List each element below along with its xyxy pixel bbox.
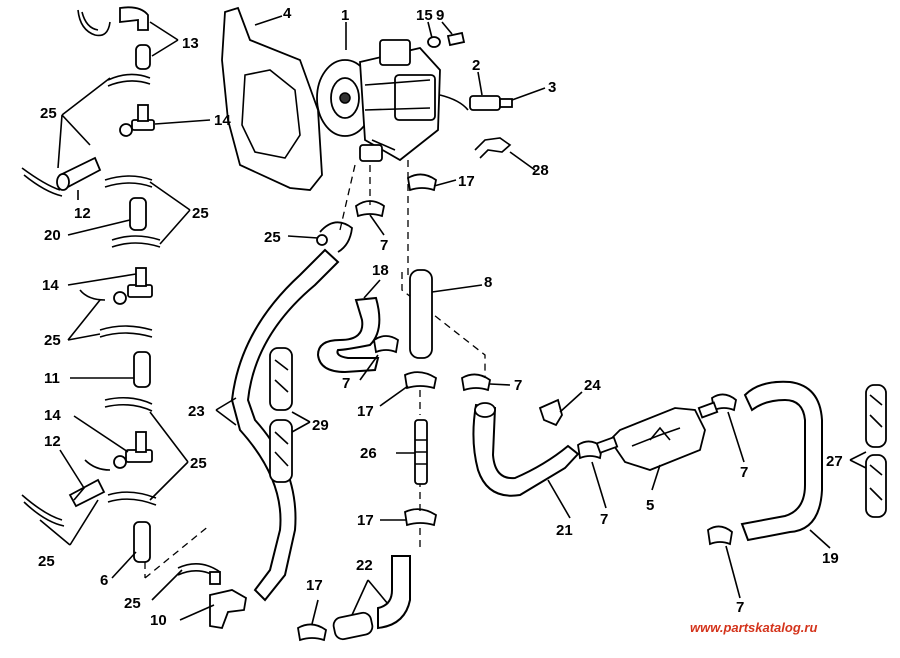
label-6: 6 (100, 572, 108, 589)
screw-and-washer (427, 31, 466, 48)
label-10: 10 (150, 612, 167, 629)
label-28: 28 (532, 162, 549, 179)
label-7-e: 7 (740, 464, 748, 481)
left-hoses-and-fittings (21, 6, 247, 630)
label-7-f: 7 (736, 599, 744, 616)
label-8: 8 (484, 274, 492, 291)
label-21: 21 (556, 522, 573, 539)
label-7-a: 7 (380, 237, 388, 254)
label-19: 19 (822, 550, 839, 567)
label-9: 9 (436, 7, 444, 24)
part-labels: 1 4 15 9 2 3 28 13 14 25 12 25 20 14 25 … (38, 5, 843, 629)
hose-23 (230, 248, 340, 602)
label-25-top: 25 (40, 105, 57, 122)
label-25-low-right: 25 (190, 455, 207, 472)
label-29: 29 (312, 417, 329, 434)
label-25-mid-left: 25 (44, 332, 61, 349)
label-25-bottom: 25 (124, 595, 141, 612)
label-4: 4 (283, 5, 292, 22)
wire-clip (474, 137, 512, 159)
label-14-low: 14 (44, 407, 61, 424)
label-13: 13 (182, 35, 199, 52)
label-7-d: 7 (600, 511, 608, 528)
label-12-low: 12 (44, 433, 61, 450)
label-11: 11 (44, 370, 60, 387)
label-7-b: 7 (342, 375, 350, 392)
label-2: 2 (472, 57, 480, 74)
label-17-d: 17 (306, 577, 323, 594)
hose-21 (472, 403, 580, 497)
label-26: 26 (360, 445, 377, 462)
label-20: 20 (44, 227, 61, 244)
mounting-bracket (221, 6, 323, 191)
hoses-27 (865, 384, 887, 518)
watermark: www.partskatalog.ru (690, 620, 817, 635)
hose-18 (316, 296, 381, 374)
label-15: 15 (416, 7, 433, 24)
hose-8 (409, 269, 433, 359)
leader-lines (39, 15, 867, 625)
inline-fitting-26 (414, 419, 428, 485)
label-27: 27 (826, 453, 843, 470)
label-1: 1 (341, 7, 349, 24)
label-23: 23 (188, 403, 205, 420)
label-25-hose: 25 (264, 229, 281, 246)
label-17-b: 17 (357, 403, 374, 420)
label-14-top: 14 (214, 112, 231, 129)
hose-clamps (297, 173, 737, 642)
clip-24 (538, 398, 563, 427)
label-14-mid: 14 (42, 277, 59, 294)
hoses-29 (269, 347, 293, 483)
label-17-c: 17 (357, 512, 374, 529)
label-24: 24 (584, 377, 601, 394)
label-17-a: 17 (458, 173, 475, 190)
hoses-22 (332, 555, 411, 641)
fuel-pump (316, 39, 469, 162)
fuel-filter-5 (595, 401, 719, 471)
label-5: 5 (646, 497, 654, 514)
label-25-low-left: 25 (38, 553, 55, 570)
label-22: 22 (356, 557, 373, 574)
label-3: 3 (548, 79, 556, 96)
fitting-2-3 (469, 95, 513, 111)
label-7-c: 7 (514, 377, 522, 394)
label-18: 18 (372, 262, 389, 279)
hose-19 (740, 380, 823, 542)
label-25-mid-right: 25 (192, 205, 209, 222)
label-12-top: 12 (74, 205, 91, 222)
